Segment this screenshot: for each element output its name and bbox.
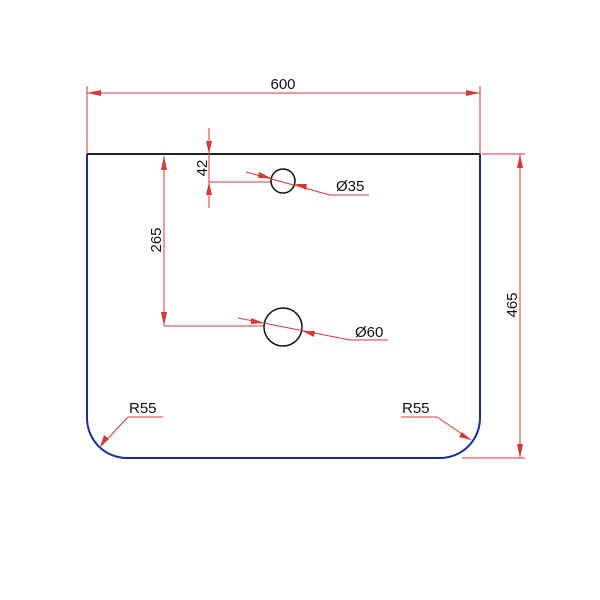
- width-label: 600: [270, 76, 295, 93]
- small-hole-diameter-label: Ø35: [336, 178, 364, 195]
- height-label: 465: [504, 292, 521, 317]
- height-dimension: 465: [462, 153, 525, 459]
- small-hole-diameter-leader: Ø35: [245, 171, 369, 196]
- right-corner-radius-leader: R55: [401, 400, 472, 441]
- right-corner-radius-label: R55: [402, 400, 430, 417]
- large-hole-diameter-leader: Ø60: [237, 317, 388, 341]
- large-hole-diameter-label: Ø60: [355, 324, 383, 341]
- left-corner-radius-label: R55: [129, 400, 157, 417]
- small-hole: [270, 168, 296, 194]
- left-corner-radius-leader: R55: [100, 400, 163, 447]
- large-hole-offset-dimension: 265: [148, 156, 264, 327]
- small-hole-offset-dimension: 42: [194, 128, 272, 208]
- small-hole-offset-label: 42: [194, 160, 211, 177]
- large-hole: [263, 307, 303, 347]
- countertop-outline: [86, 154, 481, 459]
- width-dimension: 600: [86, 76, 481, 154]
- large-hole-offset-label: 265: [148, 227, 165, 252]
